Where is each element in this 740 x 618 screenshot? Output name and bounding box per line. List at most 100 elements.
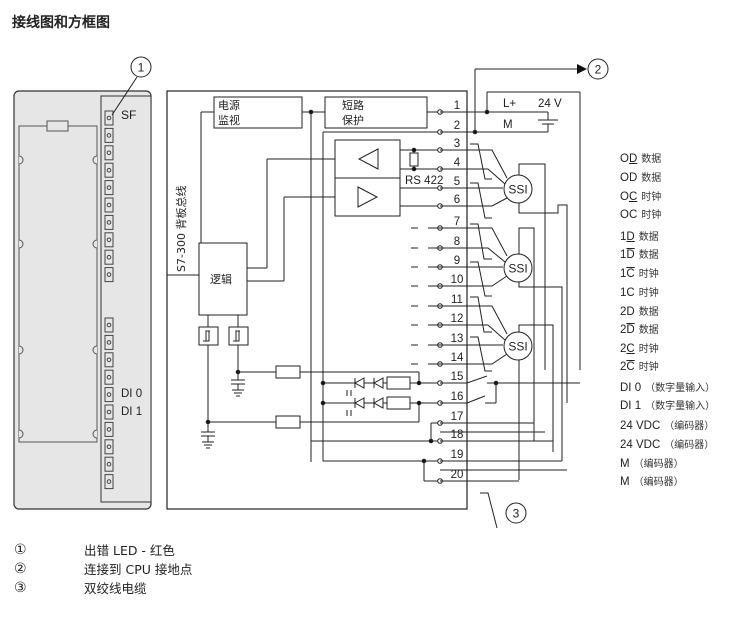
legend-signal: OD [620, 153, 638, 165]
backplane-bus-label: S7-300 背板总线 [174, 186, 188, 272]
led-dot [106, 254, 112, 260]
callout-2: 2 [587, 58, 609, 80]
power-monitor-label-1: 电源 [218, 98, 240, 112]
terminal-number: 6 [454, 194, 460, 206]
legend-signal: 1D [620, 249, 635, 261]
led-indicator [104, 334, 114, 350]
legend-description: （编码器） [633, 477, 684, 488]
led-indicator [104, 439, 114, 455]
led-indicator [104, 232, 114, 248]
power-monitor-label-2: 监视 [218, 113, 240, 127]
legend-signal: 24 VDC [620, 420, 661, 432]
legend-item: M（编码器） [620, 473, 684, 488]
led-dot [106, 444, 112, 450]
led-indicator [104, 267, 114, 283]
terminal-number: 3 [454, 138, 460, 150]
ssi-encoder-2: SSI [503, 253, 533, 283]
footnote-1: ① 出错 LED - 红色 [14, 540, 192, 559]
led-indicator [104, 110, 114, 126]
terminal-number: 15 [451, 371, 464, 383]
callout-3: 3 [480, 492, 527, 529]
led-indicator [104, 197, 114, 213]
legend-description: 数据 [638, 325, 659, 336]
svg-text:SSI: SSI [508, 183, 527, 197]
legend-signal: OC [620, 191, 638, 203]
led-dot [106, 272, 112, 277]
led-indicator [104, 404, 114, 420]
footnote-number: ① [14, 541, 27, 557]
led-indicator [104, 421, 114, 437]
terminal-number: 20 [451, 469, 464, 481]
legend-description: 数据 [638, 232, 659, 243]
footnote-number: ② [14, 560, 27, 576]
legend-signal: 1D [620, 231, 635, 243]
page-title: 接线图和方框图 [12, 15, 110, 31]
ssi-encoder-3: SSI [503, 331, 533, 361]
legend-signal: M [620, 458, 630, 470]
led-dot [106, 167, 112, 173]
terminal-number: 19 [451, 449, 464, 461]
legend-description: 时钟 [638, 288, 659, 299]
led-dot [106, 237, 112, 243]
callout-1: 1 [111, 56, 152, 116]
legend-signal: 2C [620, 343, 635, 355]
terminal-number: 2 [454, 120, 460, 132]
led-indicator [104, 317, 114, 333]
legend-description: （编码器） [633, 459, 684, 470]
footnote-3: ③ 双绞线电缆 [14, 578, 192, 597]
led-indicator [104, 387, 114, 403]
footnote-text: 出错 LED - 红色 [84, 543, 175, 558]
block-diagram [166, 90, 468, 510]
terminal-number: 9 [454, 255, 460, 267]
led-indicator [104, 162, 114, 178]
led-indicator [104, 145, 114, 161]
led-dot [106, 185, 112, 190]
led-indicator [104, 352, 114, 368]
led-dot [106, 392, 112, 397]
terminal-number: 7 [454, 216, 460, 228]
led-dot [106, 115, 112, 121]
led-dot [106, 357, 112, 363]
led-dot [106, 409, 112, 415]
led-label-di0: DI 0 [121, 388, 142, 400]
terminal-number: 16 [451, 391, 464, 403]
legend-description: 时钟 [641, 192, 662, 203]
footnote-2: ② 连接到 CPU 接地点 [14, 559, 192, 578]
led-dot [106, 374, 112, 380]
legend-signal: DI 0 [620, 382, 642, 394]
led-dot [106, 340, 112, 345]
legend-description: （编码器） [664, 440, 715, 451]
short-circuit-label-2: 保护 [342, 113, 364, 127]
legend-description: 数据 [641, 173, 662, 184]
led-label-sf: SF [121, 108, 136, 122]
terminal-number: 5 [454, 176, 460, 188]
legend-signal: 1C [620, 268, 635, 280]
legend-signal: OC [620, 209, 638, 221]
led-label-di1: DI 1 [121, 406, 142, 418]
legend-item: 24 VDC（编码器） [620, 417, 714, 432]
footnote-number: ③ [14, 579, 27, 595]
legend-signal: 24 VDC [620, 439, 661, 451]
supply-lplus-label: L+ [503, 98, 516, 110]
legend-description: 数据 [638, 250, 659, 261]
svg-text:SSI: SSI [508, 340, 527, 354]
led-column-top [104, 110, 114, 283]
terminal-number: 12 [451, 313, 464, 325]
legend-signal: 2D [620, 306, 635, 318]
terminal-number: 17 [451, 411, 464, 423]
led-indicator [104, 214, 114, 230]
terminal-number: 4 [454, 157, 461, 169]
led-dot [106, 220, 112, 225]
legend-signal: OD [620, 172, 638, 184]
svg-text:SSI: SSI [508, 262, 527, 276]
